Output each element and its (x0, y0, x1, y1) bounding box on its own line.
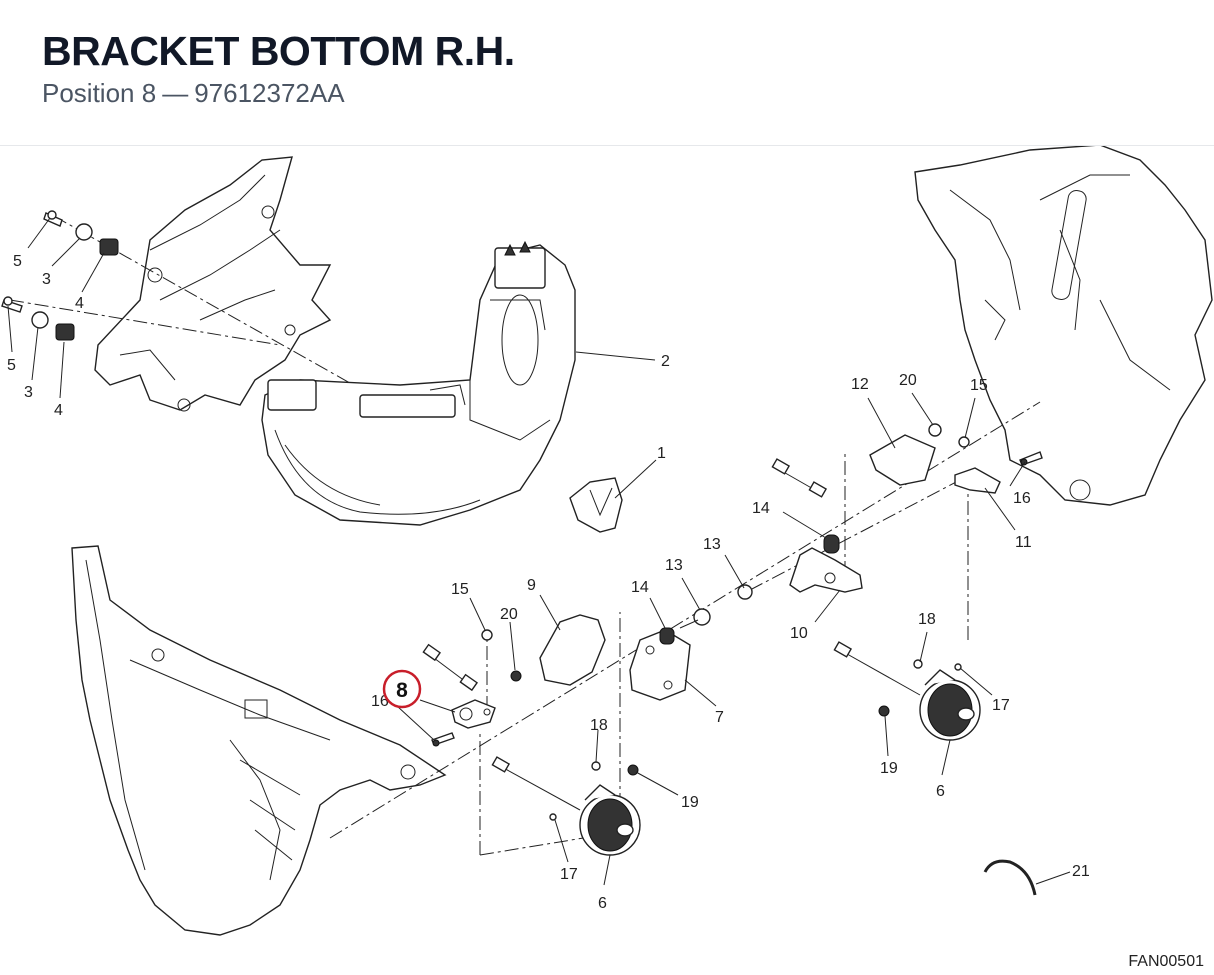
callout-5-lower: 5 (7, 357, 16, 374)
callout-7: 7 (715, 709, 724, 726)
highlighted-callout-8[interactable]: 8 (382, 669, 422, 709)
callout-2: 2 (661, 353, 670, 370)
exploded-parts-diagram: 5 3 4 5 3 4 2 1 12 20 15 16 11 14 13 10 … (1, 146, 1213, 936)
left-lower-fairing-frame (71, 545, 447, 936)
callout-13-left: 13 (665, 557, 683, 574)
callout-5-upper: 5 (13, 253, 22, 270)
callout-4-upper: 4 (75, 295, 84, 312)
lower-cover (569, 477, 623, 533)
callout-20-right: 20 (899, 372, 917, 389)
subtitle-separator: — (162, 78, 189, 108)
callout-17-right: 17 (992, 697, 1010, 714)
upper-fastener-set (1, 210, 381, 401)
headlight-assembly (261, 240, 576, 526)
part-number: 97612372AA (194, 78, 345, 108)
page-header: BRACKET BOTTOM R.H. Position 8—97612372A… (0, 0, 1214, 146)
bracket-assemblies (329, 401, 1043, 896)
callout-15-left: 15 (451, 581, 469, 598)
part-subtitle: Position 8—97612372AA (42, 78, 345, 109)
callout-11: 11 (1015, 534, 1032, 551)
callout-15-right: 15 (970, 377, 988, 394)
page-title: BRACKET BOTTOM R.H. (42, 28, 515, 74)
callout-1: 1 (657, 445, 666, 462)
callout-10: 10 (790, 625, 808, 642)
callout-13-right: 13 (703, 536, 721, 553)
callout-19-right: 19 (880, 760, 898, 777)
leader-lines (7, 217, 1071, 886)
callout-3-lower: 3 (24, 384, 33, 401)
position-label: Position 8 (42, 78, 157, 108)
callout-9: 9 (527, 577, 536, 594)
callout-18-left: 18 (590, 717, 608, 734)
callout-3-upper: 3 (42, 271, 51, 288)
callout-14-right: 14 (752, 500, 770, 517)
callout-4-lower: 4 (54, 402, 63, 419)
callout-21: 21 (1072, 863, 1090, 880)
drawing-code: FAN00501 (1128, 953, 1204, 970)
callout-labels: 5 3 4 5 3 4 2 1 12 20 15 16 11 14 13 10 … (7, 253, 1090, 912)
callout-14-left: 14 (631, 579, 649, 596)
highlight-callout-number: 8 (396, 679, 408, 702)
callout-6-right: 6 (936, 783, 945, 800)
callout-6-left: 6 (598, 895, 607, 912)
right-fairing-frame (914, 146, 1213, 506)
callout-20-left: 20 (500, 606, 518, 623)
callout-18-right: 18 (918, 611, 936, 628)
callout-12: 12 (851, 376, 869, 393)
highlight-ring (382, 669, 422, 709)
upper-frame-bracket (94, 156, 332, 412)
callout-17-left: 17 (560, 866, 578, 883)
callout-16-right: 16 (1013, 490, 1031, 507)
callout-19-left: 19 (681, 794, 699, 811)
callout-16-left: 16 (371, 693, 389, 710)
